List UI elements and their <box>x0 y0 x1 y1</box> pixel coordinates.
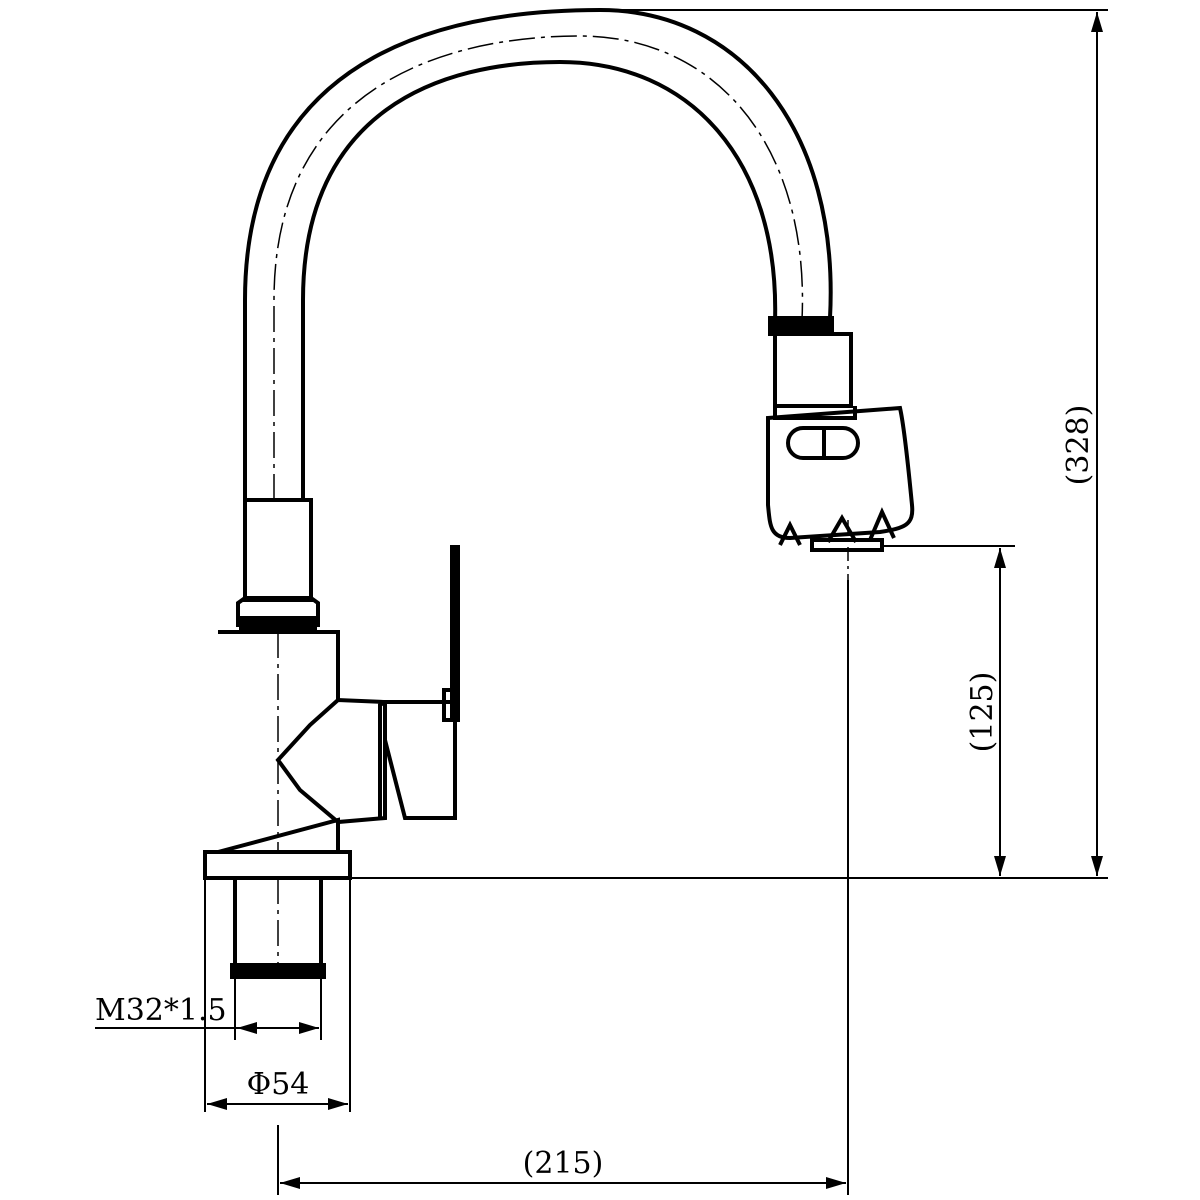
spout-collar <box>236 498 320 630</box>
spout-centerline <box>273 35 804 500</box>
reach-label: (215) <box>523 1146 604 1181</box>
dimension-lines <box>95 9 1108 1195</box>
spray-neck <box>773 332 853 408</box>
threaded-shank <box>230 876 326 979</box>
mounting-flange <box>203 850 352 880</box>
spout-height-label: (125) <box>965 672 1000 753</box>
lever-handle-stem <box>442 688 460 722</box>
gooseneck-spout <box>243 7 833 500</box>
overall-height-label: (328) <box>1061 405 1096 486</box>
diameter-label: Φ54 <box>247 1067 310 1102</box>
spray-toggle-button <box>786 426 860 460</box>
lever-handle <box>450 545 460 720</box>
faucet-body <box>217 545 460 854</box>
thread-label: M32*1.5 <box>95 993 227 1028</box>
spray-body <box>766 405 915 541</box>
valve-housing <box>275 697 387 825</box>
spout-outer-edge <box>243 7 833 500</box>
spray-head <box>766 316 915 552</box>
spout-inner-edge <box>301 59 778 500</box>
spray-nozzle-teeth <box>778 507 896 546</box>
dimension-labels: (328) (125) (215) Φ54 M32*1.5 <box>95 405 1096 1181</box>
aerator-face <box>810 538 884 552</box>
hose-ring <box>768 316 834 336</box>
